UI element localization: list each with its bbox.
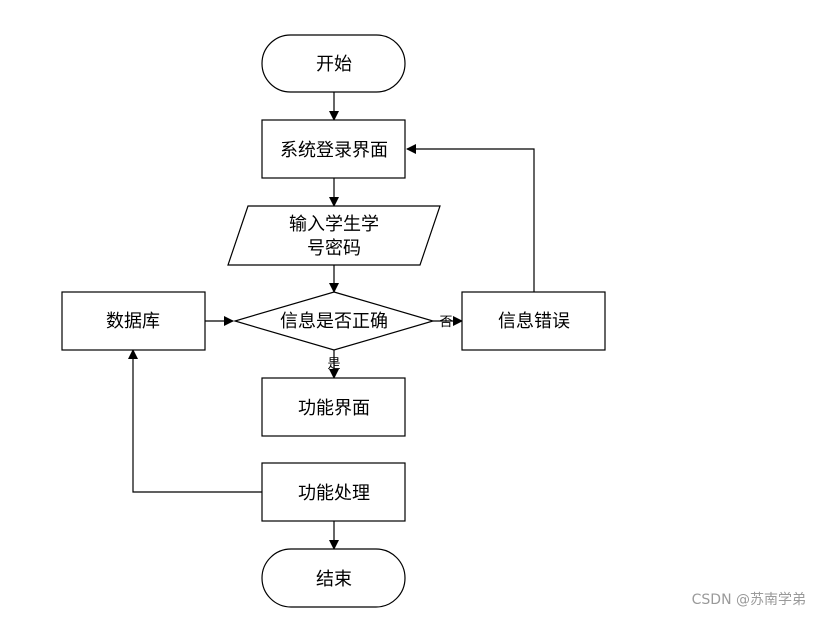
func-ui-label: 功能界面 [298, 398, 370, 419]
login-label: 系统登录界面 [280, 140, 388, 161]
check-label: 信息是否正确 [280, 311, 388, 332]
func-proc-node: 功能处理 [261, 462, 406, 522]
database-node: 数据库 [61, 291, 206, 351]
edge-label-no: 否 [439, 315, 452, 330]
edge-funcproc-database [128, 349, 262, 493]
input-node: 输入学生学 号密码 [227, 205, 441, 266]
func-proc-label: 功能处理 [298, 483, 370, 504]
end-node: 结束 [261, 548, 406, 608]
input-label-line2: 号密码 [307, 238, 361, 259]
watermark: CSDN @苏南学弟 [692, 592, 806, 608]
database-label: 数据库 [106, 311, 160, 332]
start-label: 开始 [316, 54, 352, 75]
input-label-line1: 输入学生学 [289, 214, 379, 235]
edge-label-yes: 是 [327, 357, 340, 372]
start-node: 开始 [261, 34, 406, 93]
error-node: 信息错误 [461, 291, 606, 351]
edge-error-login [406, 144, 535, 292]
error-label: 信息错误 [498, 311, 570, 332]
end-label: 结束 [316, 569, 352, 590]
func-ui-node: 功能界面 [261, 377, 406, 437]
login-node: 系统登录界面 [261, 119, 406, 179]
check-node: 信息是否正确 [232, 291, 436, 351]
